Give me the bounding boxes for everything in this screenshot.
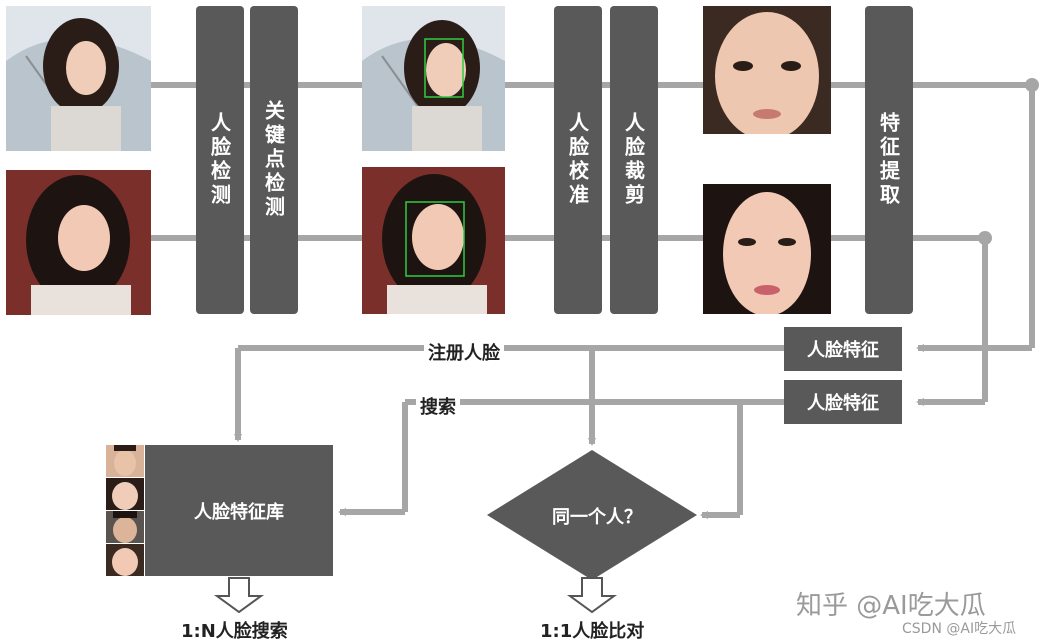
face-feature-box-bottom-label: 人脸特征 [807,393,879,414]
cropped-face-2 [703,184,831,314]
register-face-label: 注册人脸 [424,339,504,365]
db-thumb-1 [106,445,144,477]
face-feature-box-top-label: 人脸特征 [807,340,879,361]
step-face-alignment: 人脸校准 [554,6,602,314]
detected-photo-2 [362,167,505,314]
step-feature-extraction: 特征提取 [865,6,913,314]
step-keypoint-detection: 关键点检测 [250,6,298,314]
db-thumb-2 [106,478,144,510]
input-photo-1 [6,6,151,151]
step-face-detection: 人脸检测 [196,6,244,314]
search-label: 搜索 [416,393,460,419]
step-keypoint-detection-label: 关键点检测 [261,100,286,220]
step-face-detection-label: 人脸检测 [207,112,232,208]
one-to-n-output-arrow [213,577,265,614]
db-thumb-4 [106,544,144,576]
zhihu-watermark: 知乎 @AI吃大瓜 [796,591,986,621]
same-person-label: 同一个人？ [552,507,642,528]
csdn-watermark: CSDN @AI吃大瓜 [902,621,1017,637]
bottom-junction-dot [978,231,992,245]
one-to-n-search-label: 1:N人脸搜索 [181,621,288,642]
detected-photo-1 [362,6,505,151]
step-face-alignment-label: 人脸校准 [565,112,590,208]
one-to-one-output-arrow [566,577,618,614]
top-junction-dot [1025,78,1039,92]
step-face-crop: 人脸裁剪 [610,6,658,314]
cropped-face-1 [703,6,831,134]
db-thumb-3 [106,511,144,543]
input-photo-2 [6,170,151,315]
face-feature-database: 人脸特征库 [145,445,333,576]
face-feature-database-label: 人脸特征库 [194,501,284,523]
step-face-crop-label: 人脸裁剪 [621,112,646,208]
face-feature-box-bottom: 人脸特征 [784,380,902,424]
one-to-one-compare-label: 1:1人脸比对 [540,621,645,642]
same-person-diamond [487,450,697,580]
step-feature-extraction-label: 特征提取 [876,112,901,208]
face-feature-box-top: 人脸特征 [784,327,902,371]
